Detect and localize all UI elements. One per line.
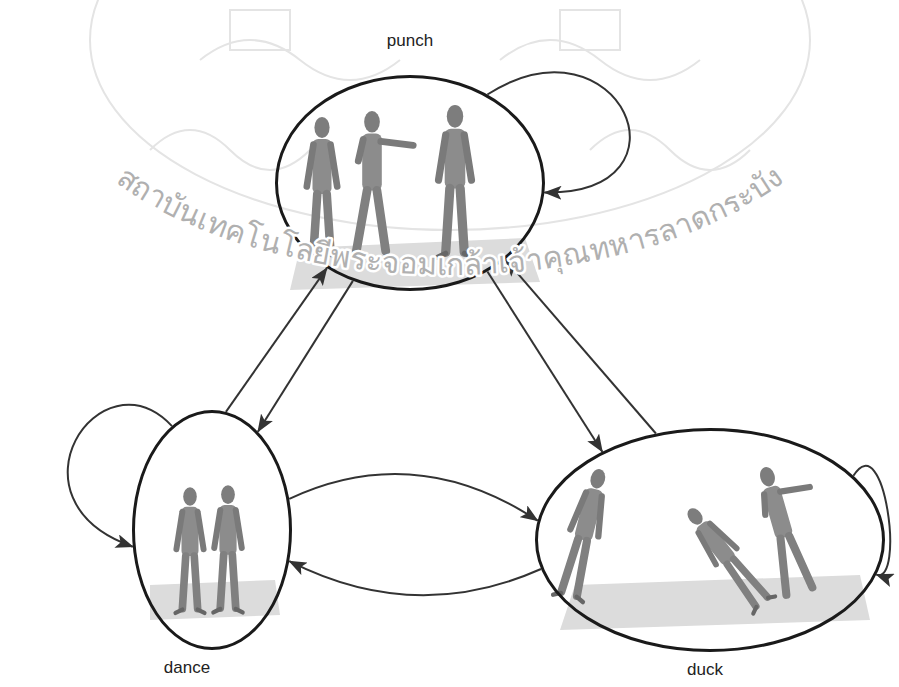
ellipse-outline (537, 430, 884, 651)
punch-figures (290, 105, 540, 290)
state-node: punch (275, 75, 545, 291)
watermark-text: สถาบันเทคโนโลยีพระจอมเกล้าเจ้าคุณทหารลาด… (111, 159, 790, 282)
transition-arrow (258, 281, 353, 432)
transition-arrow (68, 405, 172, 547)
state-ellipse (535, 428, 885, 652)
dance-figures (150, 485, 280, 620)
state-label: punch (387, 31, 433, 51)
transition-arrow (226, 268, 327, 412)
transition-arrow (487, 272, 602, 452)
state-node: dance (132, 410, 292, 650)
state-ellipse (275, 75, 545, 291)
transition-arrow (487, 72, 629, 192)
transition-arrow (289, 561, 541, 595)
ellipse-outline (134, 412, 291, 649)
state-ellipse (132, 410, 292, 650)
duck-figures (553, 457, 870, 630)
transition-arrow (289, 474, 537, 521)
watermark-text: สถาบันเทคโนโลยีพระจอมเกล้าเจ้าคุณทหารลาด… (111, 159, 790, 282)
state-label: dance (164, 658, 210, 678)
state-label: duck (687, 660, 723, 680)
state-node: duck (535, 428, 885, 652)
transition-arrow (506, 259, 656, 433)
ellipse-outline (277, 77, 544, 290)
